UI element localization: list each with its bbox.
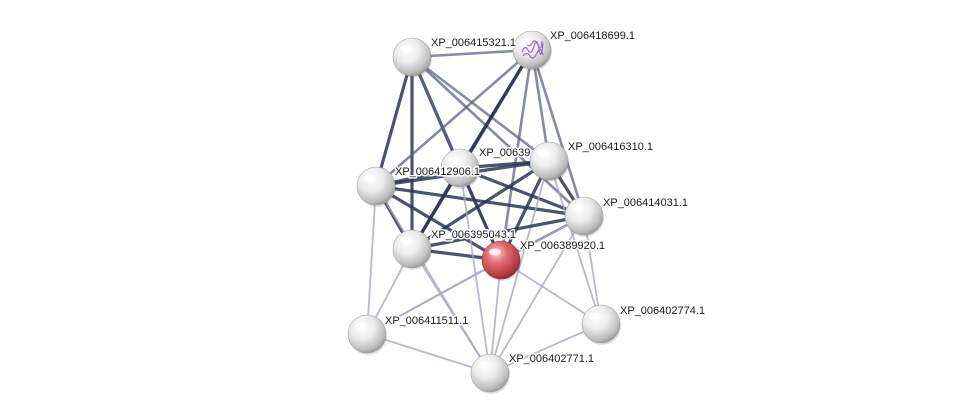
protein-node[interactable] (393, 38, 431, 76)
edge-n_412906-n_411511 (367, 186, 376, 334)
node-highlight (589, 313, 601, 320)
node-label-n_402774: XP_006402774.1 (620, 305, 705, 317)
node-n_389920[interactable] (482, 241, 521, 281)
node-label-n_414031: XP_006414031.1 (603, 197, 688, 209)
node-highlight (537, 150, 549, 157)
node-label-n_389920: XP_006389920.1 (520, 240, 605, 252)
node-label-n_411511: XP_006411511.1 (385, 315, 468, 327)
protein-node[interactable] (471, 354, 509, 392)
node-highlight (400, 46, 412, 53)
node-n_418699[interactable] (513, 31, 552, 71)
node-label-n_395043: XP_006395043.1 (431, 229, 516, 241)
protein-node[interactable] (393, 230, 431, 268)
node-n_402771[interactable] (471, 354, 510, 394)
node-label-n_416310: XP_006416310.1 (568, 141, 653, 153)
node-highlight (448, 157, 460, 164)
node-n_416310[interactable] (530, 142, 569, 182)
protein-node[interactable] (348, 315, 386, 353)
node-highlight (355, 323, 367, 330)
node-n_412906[interactable] (357, 167, 396, 207)
node-label-n_39xxx: XP_00639 (479, 147, 530, 159)
node-n_415321[interactable] (393, 38, 432, 78)
protein-node[interactable] (582, 305, 620, 343)
protein-node[interactable] (530, 142, 568, 180)
node-highlight (520, 39, 532, 46)
node-n_395043[interactable] (393, 230, 432, 270)
node-n_402774[interactable] (582, 305, 621, 345)
node-label-n_412906: XP_006412906.1 (395, 166, 480, 178)
query-protein-node[interactable] (482, 241, 520, 279)
labels-layer: XP_006415321.1XP_006415321.1XP_006418699… (385, 30, 705, 365)
node-highlight (364, 175, 376, 182)
node-highlight (489, 249, 501, 256)
node-label-n_415321: XP_006415321.1 (431, 37, 516, 49)
node-highlight (572, 205, 584, 212)
node-label-n_418699: XP_006418699.1 (550, 30, 635, 42)
protein-node[interactable] (565, 197, 603, 235)
protein-node[interactable] (357, 167, 395, 205)
node-n_411511[interactable] (348, 315, 387, 355)
node-highlight (400, 238, 412, 245)
node-label-n_402771: XP_006402771.1 (509, 353, 594, 365)
node-highlight (478, 362, 490, 369)
